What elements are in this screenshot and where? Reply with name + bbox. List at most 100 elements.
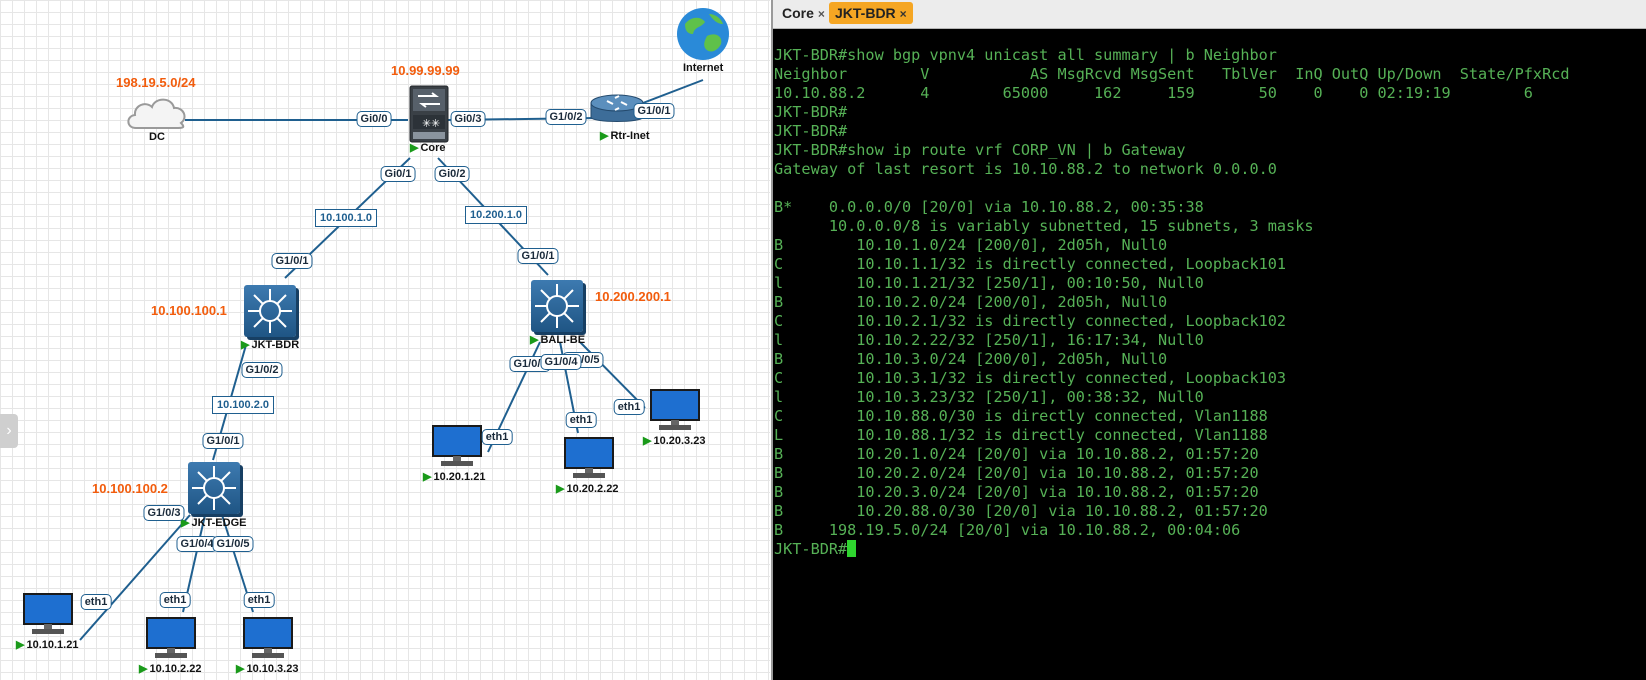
play-icon[interactable]: ▶ [181,517,190,529]
terminal-line: JKT-BDR#show ip route vrf CORP_VN | b Ga… [774,141,1186,159]
port-label: eth1 [481,429,513,445]
port-label: Gi0/0 [356,111,392,127]
host-label: ▶10.10.3.23 [236,663,299,675]
terminal-line: C 10.10.88.0/30 is directly connected, V… [774,407,1268,425]
globe-icon[interactable] [675,6,731,62]
port-label: eth1 [565,412,597,428]
terminal-line: JKT-BDR# [774,122,848,140]
terminal-line: C 10.10.1.1/32 is directly connected, Lo… [774,255,1287,273]
desktop-pc-icon[interactable] [563,436,615,480]
core-name: ▶Core [410,142,446,154]
router-icon[interactable] [589,91,645,129]
terminal-line: B 198.19.5.0/24 [20/0] via 10.10.88.2, 0… [774,521,1241,539]
port-label: G1/0/3 [143,505,185,521]
port-label: eth1 [80,594,112,610]
terminal-line: B 10.10.1.0/24 [200/0], 2d05h, Null0 [774,236,1168,254]
port-label: G1/0/1 [271,253,313,269]
tab-core[interactable]: Core× [782,5,825,21]
topology-links [79,79,704,641]
desktop-pc-icon[interactable] [242,616,294,660]
terminal-window[interactable]: Core× JKT-BDR× JKT-BDR#show bgp vpnv4 un… [771,0,1646,680]
port-label: Gi0/2 [434,166,470,182]
play-icon[interactable]: ▶ [410,142,419,154]
svg-text:✳: ✳ [422,118,431,130]
play-icon[interactable]: ▶ [530,334,539,346]
play-icon[interactable]: ▶ [241,339,250,351]
jkt-bdr-name: ▶JKT-BDR [241,339,300,351]
terminal-line: B 10.20.2.0/24 [20/0] via 10.10.88.2, 01… [774,464,1259,482]
port-label: G1/0/1 [633,103,675,119]
terminal-line: B 10.20.88.0/30 [20/0] via 10.10.88.2, 0… [774,502,1268,520]
terminal-line: Gateway of last resort is 10.10.88.2 to … [774,160,1277,178]
bali-be-name: ▶BALI-BE [530,334,586,346]
port-label: G1/0/5 [212,536,254,552]
bali-be-ip-label: 10.200.200.1 [595,289,671,304]
close-icon[interactable]: × [817,7,825,21]
play-icon[interactable]: ▶ [556,483,565,495]
multilayer-switch-icon[interactable] [244,285,296,337]
svg-text:✳: ✳ [431,118,440,130]
play-icon[interactable]: ▶ [139,663,148,675]
terminal-tab-bar: Core× JKT-BDR× [773,0,1646,29]
topology-canvas[interactable]: 198.19.5.0/24 DC Internet 10.99.99.99 ✳ … [0,0,770,680]
internet-label: Internet [683,62,724,74]
multilayer-switch-icon[interactable] [188,462,240,514]
jkt-edge-ip-label: 10.100.100.2 [92,481,168,496]
port-label: Gi0/1 [380,166,416,182]
host-label: ▶10.10.1.21 [16,639,79,651]
terminal-line: l 10.10.3.23/32 [250/1], 00:38:32, Null0 [774,388,1204,406]
terminal-line: 10.0.0.0/8 is variably subnetted, 15 sub… [774,217,1314,235]
desktop-pc-icon[interactable] [22,592,74,636]
jkt-edge-name: ▶JKT-EDGE [181,517,247,529]
jkt-bdr-ip-label: 10.100.100.1 [151,303,227,318]
multilayer-switch-icon[interactable] [531,280,583,332]
terminal-line: B 10.10.2.0/24 [200/0], 2d05h, Null0 [774,293,1168,311]
host-label: ▶10.20.2.22 [556,483,619,495]
terminal-line: C 10.10.2.1/32 is directly connected, Lo… [774,312,1287,330]
terminal-line: l 10.10.1.21/32 [250/1], 00:10:50, Null0 [774,274,1204,292]
core-ip-label: 10.99.99.99 [391,63,460,78]
terminal-line: B 10.20.1.0/24 [20/0] via 10.10.88.2, 01… [774,445,1259,463]
play-icon[interactable]: ▶ [16,639,25,651]
terminal-line: B 10.20.3.0/24 [20/0] via 10.10.88.2, 01… [774,483,1259,501]
port-label: G1/0/1 [202,433,244,449]
port-label: G1/0/4 [540,354,582,370]
port-label: G1/0/1 [517,248,559,264]
port-label: G1/0/2 [545,109,587,125]
terminal-line: B 10.10.3.0/24 [200/0], 2d05h, Null0 [774,350,1168,368]
dc-label: DC [149,131,165,143]
play-icon[interactable]: ▶ [236,663,245,675]
play-icon[interactable]: ▶ [600,130,609,142]
terminal-line: L 10.10.88.1/32 is directly connected, V… [774,426,1268,444]
host-label: ▶10.10.2.22 [139,663,202,675]
close-icon[interactable]: × [899,7,907,21]
tab-jkt-bdr[interactable]: JKT-BDR× [829,2,913,24]
desktop-pc-icon[interactable] [431,424,483,468]
terminal-line: C 10.10.3.1/32 is directly connected, Lo… [774,369,1287,387]
port-label: Gi0/3 [450,111,486,127]
play-icon[interactable]: ▶ [643,435,652,447]
terminal-line: JKT-BDR# [774,103,848,121]
host-label: ▶10.20.3.23 [643,435,706,447]
port-label: eth1 [159,592,191,608]
chevron-right-icon[interactable]: › [0,414,18,448]
switch-icon[interactable]: ✳ ✳ [409,85,449,143]
dc-network-label: 198.19.5.0/24 [116,75,196,90]
terminal-line: B* 0.0.0.0/0 [20/0] via 10.10.88.2, 00:3… [774,198,1204,216]
play-icon[interactable]: ▶ [423,471,432,483]
port-label: eth1 [243,592,275,608]
cloud-icon[interactable] [124,92,190,132]
router-name: ▶Rtr-Inet [600,130,650,142]
desktop-pc-icon[interactable] [649,388,701,432]
terminal-line: JKT-BDR#show bgp vpnv4 unicast all summa… [774,46,1277,64]
host-label: ▶10.20.1.21 [423,471,486,483]
port-label: G1/0/4 [176,536,218,552]
terminal-line: l 10.10.2.22/32 [250/1], 16:17:34, Null0 [774,331,1204,349]
terminal-line: Neighbor V AS MsgRcvd MsgSent TblVer InQ… [774,65,1570,83]
network-label: 10.100.2.0 [212,396,274,414]
terminal-line: 10.10.88.2 4 65000 162 159 50 0 0 02:19:… [774,84,1533,102]
terminal-prompt: JKT-BDR# [774,540,848,558]
terminal-output[interactable]: JKT-BDR#show bgp vpnv4 unicast all summa… [773,46,1570,559]
desktop-pc-icon[interactable] [145,616,197,660]
port-label: G1/0/2 [241,362,283,378]
